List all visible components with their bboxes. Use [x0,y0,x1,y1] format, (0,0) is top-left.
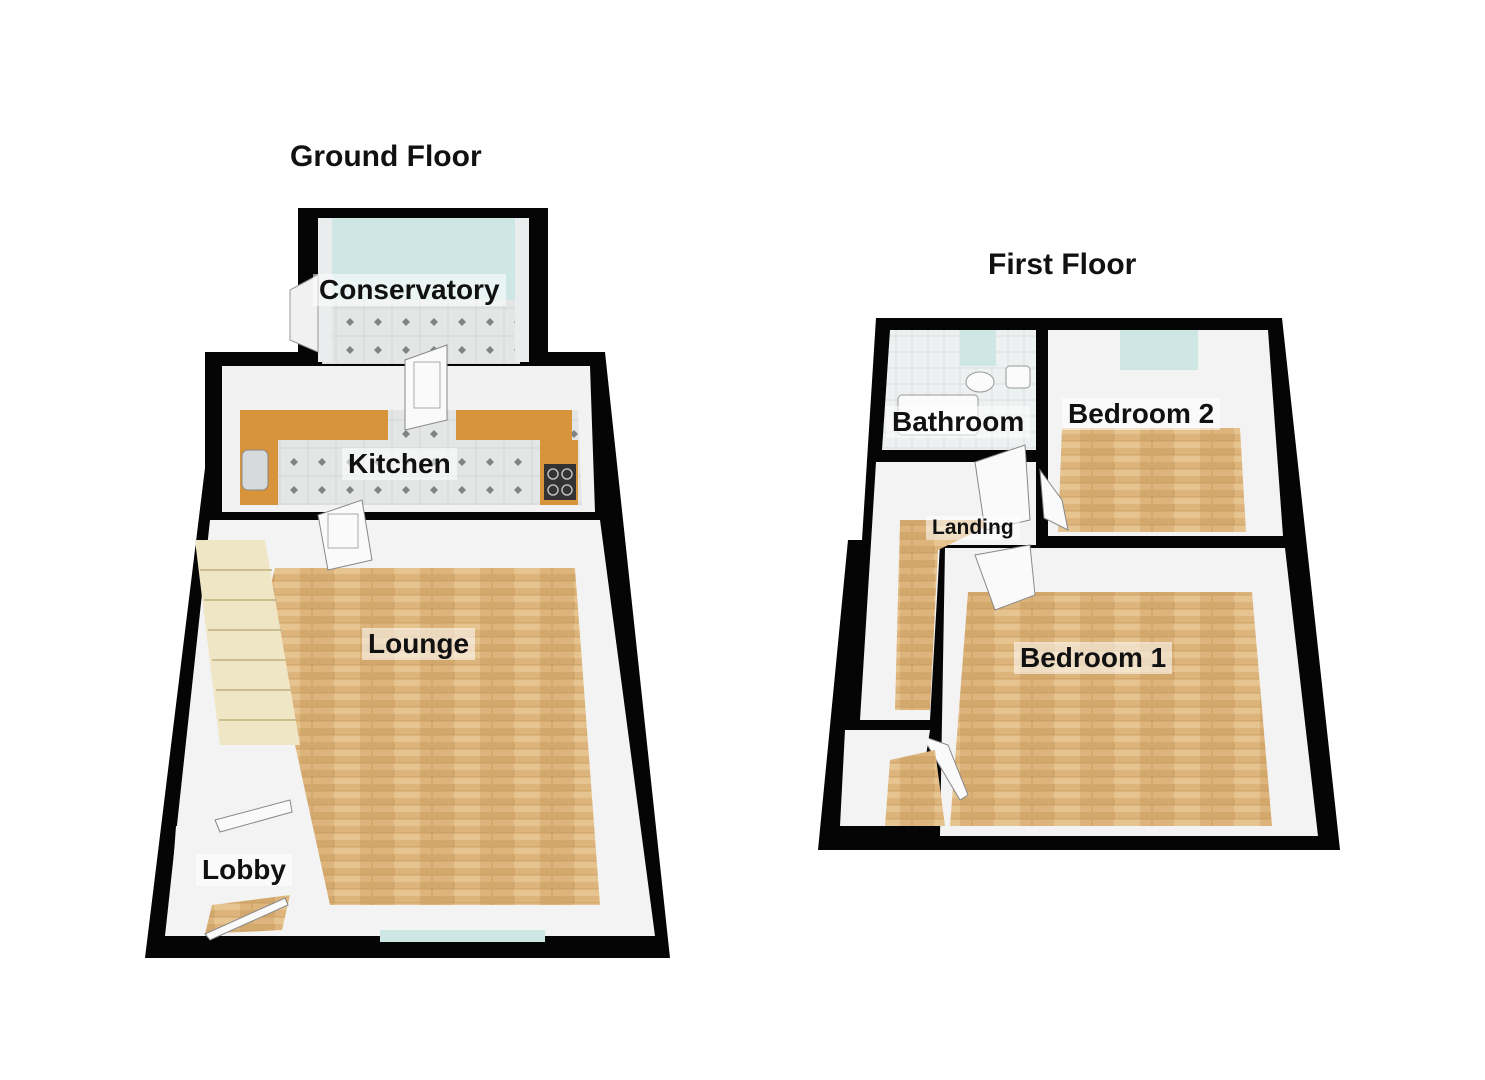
lounge-door-icon [317,499,373,571]
room-label-bathroom: Bathroom [886,406,1031,439]
toilet-icon [1005,365,1031,389]
room-label-bedroom-2: Bedroom 2 [1062,398,1221,431]
bathroom-door-icon [974,444,1031,531]
sink-icon [241,449,269,491]
bedroom-1-room [840,544,1318,836]
bedroom-2-room [1039,330,1283,536]
first-floor-plan [818,318,1340,850]
hob-icon [544,464,576,500]
room-label-kitchen: Kitchen [342,448,457,481]
lounge-window [380,930,545,942]
staircase-icon [195,540,300,745]
room-label-landing: Landing [926,516,1020,541]
first-floor-title: First Floor [988,248,1137,281]
room-label-lounge: Lounge [362,628,476,661]
worktop-left [240,410,388,440]
kitchen-back-door-icon [404,344,448,431]
room-label-lobby: Lobby [196,854,292,887]
bedroom-1-door-icon [974,544,1036,611]
basin-icon [965,371,995,393]
worktop-right [456,410,572,440]
room-label-conservatory: Conservatory [313,274,506,307]
kitchen-room [222,344,595,512]
ground-floor-title: Ground Floor [290,140,482,173]
room-label-bedroom-1: Bedroom 1 [1014,642,1173,675]
ground-floor-plan [145,208,670,958]
